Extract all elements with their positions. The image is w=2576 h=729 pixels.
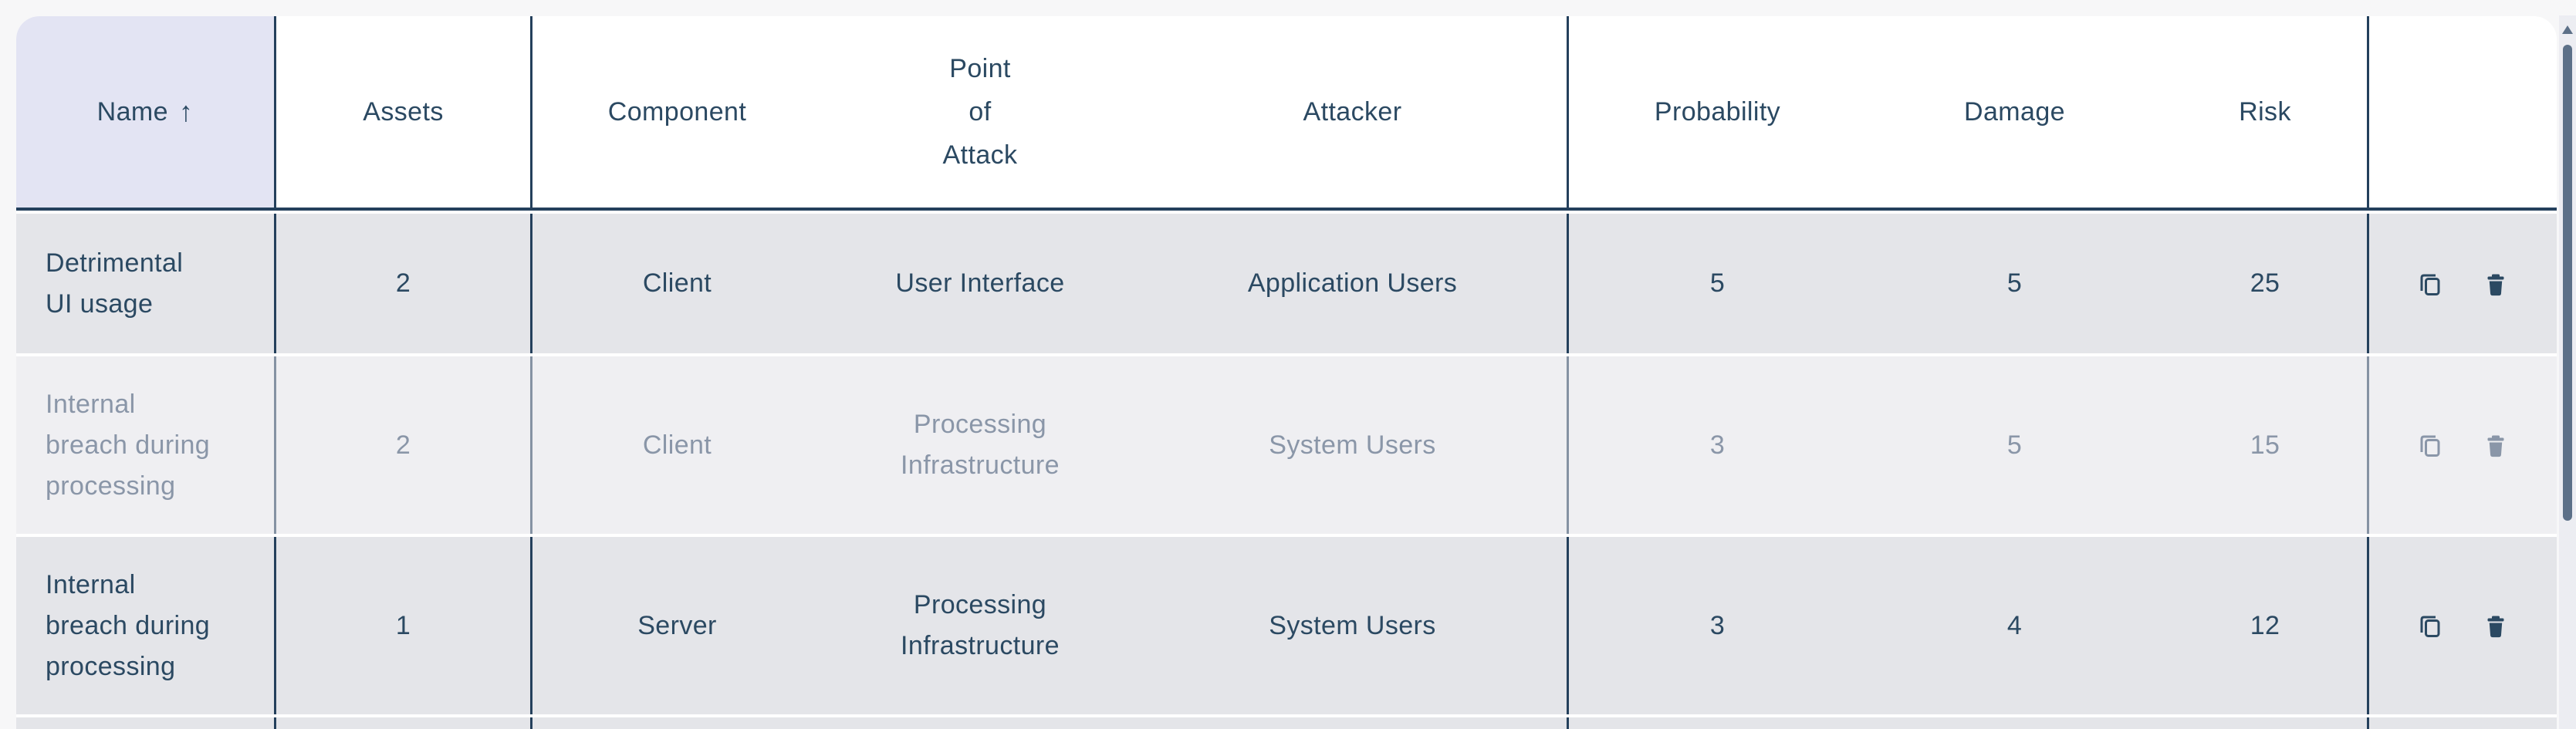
table-header-row: Name ↑ Assets Component Point of Attack … [16, 16, 2557, 211]
trash-icon [2482, 431, 2510, 459]
copy-button[interactable] [2415, 611, 2445, 640]
cell-damage: 5 [2006, 430, 2023, 460]
column-header-attacker[interactable]: Attacker [1138, 16, 1569, 208]
cell-attacker: Application Users [1138, 214, 1569, 353]
cell-point-of-attack: Processing Infrastructure [901, 590, 1060, 660]
table-row[interactable]: Internal breach during processing 2 Clie… [16, 356, 2557, 534]
copy-icon [2416, 431, 2444, 459]
cell-component: Client [642, 268, 712, 298]
cell-actions [2369, 214, 2557, 353]
cell-name: Internal breach during processing [16, 356, 276, 534]
cell-component: Server [637, 610, 717, 640]
column-header-component[interactable]: Component [607, 97, 747, 127]
cell-damage: 4 [2006, 610, 2023, 640]
scrollbar-up-arrow-icon[interactable] [2562, 25, 2573, 34]
trash-icon [2482, 270, 2510, 298]
column-header-risk[interactable]: Risk [2163, 16, 2369, 208]
column-header-name[interactable]: Name ↑ [16, 16, 276, 208]
delete-button[interactable] [2481, 269, 2510, 299]
cell-point-of-attack: User Interface [895, 268, 1065, 298]
cell-name: Detrimental UI usage [16, 214, 276, 353]
sort-ascending-icon[interactable]: ↑ [178, 96, 194, 127]
cell-assets: 2 [276, 356, 532, 534]
table-body: Detrimental UI usage 2 Client User Inter… [16, 214, 2557, 714]
table-row[interactable]: Detrimental UI usage 2 Client User Inter… [16, 214, 2557, 353]
delete-button[interactable] [2481, 611, 2510, 640]
cell-attacker: System Users [1138, 356, 1569, 534]
copy-button[interactable] [2415, 430, 2445, 460]
vertical-scrollbar[interactable] [2559, 15, 2576, 729]
cell-risk: 25 [2163, 214, 2369, 353]
trash-icon [2482, 612, 2510, 640]
table-row-partial[interactable] [16, 717, 2557, 729]
cell-actions [2369, 356, 2557, 534]
cell-damage: 5 [2006, 268, 2023, 298]
cell-actions [2369, 537, 2557, 714]
column-header-probability[interactable]: Probability [1654, 97, 1781, 127]
scrollbar-thumb[interactable] [2563, 45, 2572, 521]
column-header-point-of-attack[interactable]: Point of Attack [942, 54, 1018, 170]
cell-assets: 1 [276, 537, 532, 714]
cell-assets: 2 [276, 214, 532, 353]
column-header-actions [2369, 16, 2557, 208]
copy-icon [2416, 270, 2444, 298]
table-row[interactable]: Internal breach during processing 1 Serv… [16, 537, 2557, 714]
risk-table: Name ↑ Assets Component Point of Attack … [16, 16, 2557, 729]
cell-attacker: System Users [1138, 537, 1569, 714]
cell-point-of-attack: Processing Infrastructure [901, 410, 1060, 480]
cell-component: Client [642, 430, 712, 460]
cell-probability: 3 [1709, 610, 1726, 640]
cell-risk: 12 [2163, 537, 2369, 714]
column-header-assets[interactable]: Assets [276, 16, 532, 208]
column-header-damage[interactable]: Damage [1964, 97, 2065, 127]
cell-probability: 5 [1709, 268, 1726, 298]
cell-probability: 3 [1709, 430, 1726, 460]
copy-icon [2416, 612, 2444, 640]
delete-button[interactable] [2481, 430, 2510, 460]
cell-name: Internal breach during processing [16, 537, 276, 714]
copy-button[interactable] [2415, 269, 2445, 299]
cell-risk: 15 [2163, 356, 2369, 534]
column-header-name-label: Name [96, 97, 168, 127]
